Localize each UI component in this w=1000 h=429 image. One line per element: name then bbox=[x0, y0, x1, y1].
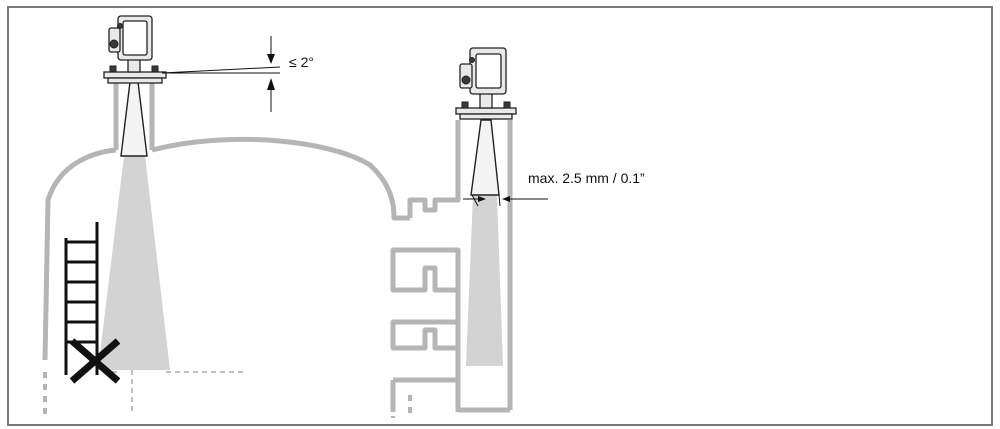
tilt-label: ≤ 2° bbox=[289, 54, 314, 70]
side-flanges bbox=[390, 120, 461, 412]
horn-antenna-left bbox=[120, 81, 148, 157]
tank-bottom-dashed bbox=[112, 370, 245, 412]
radar-beam-left bbox=[98, 156, 170, 370]
transmitter-right bbox=[455, 47, 517, 120]
stilling-well bbox=[455, 120, 513, 413]
tilt-dimension: ≤ 2° bbox=[161, 36, 314, 112]
horn-antenna-right bbox=[470, 119, 500, 196]
gap-label: max. 2.5 mm / 0.1” bbox=[528, 170, 645, 186]
tank-roof bbox=[42, 136, 410, 361]
ladder-obstacle bbox=[64, 222, 99, 375]
figure-border bbox=[7, 6, 993, 426]
gap-dimension: max. 2.5 mm / 0.1” bbox=[463, 170, 645, 207]
right-tank bbox=[390, 47, 517, 418]
transmitter-left bbox=[103, 15, 167, 84]
radar-beam-right bbox=[466, 195, 503, 366]
cross-icon bbox=[69, 338, 121, 384]
left-tank bbox=[42, 15, 410, 418]
left-nozzle bbox=[113, 82, 155, 150]
